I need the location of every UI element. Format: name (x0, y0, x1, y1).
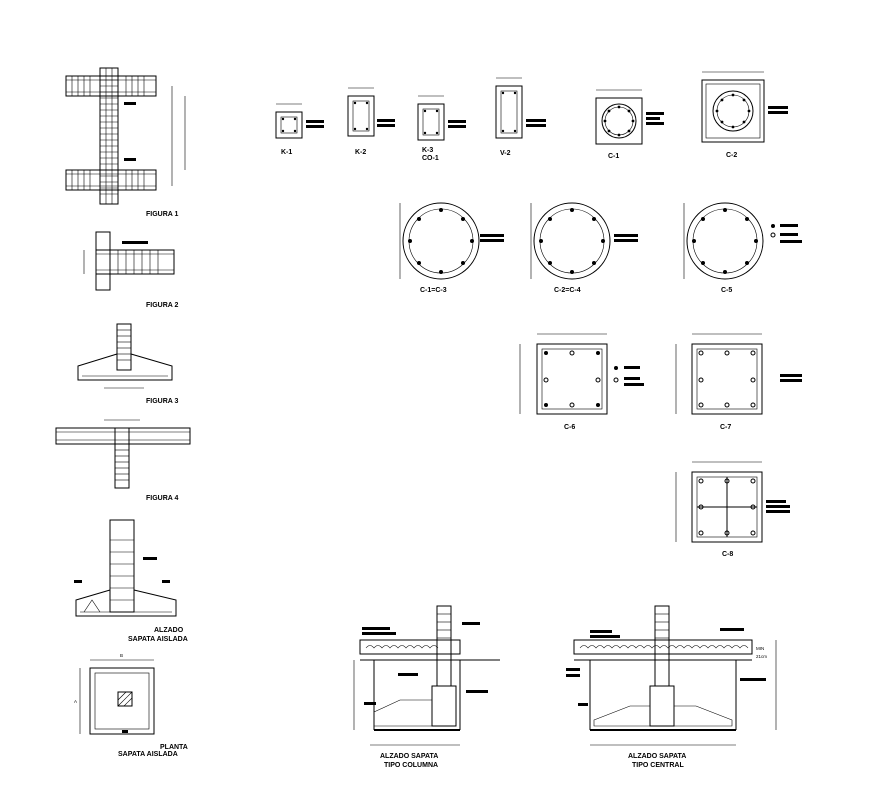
figure-2-label: FIGURA 2 (146, 302, 179, 309)
figure-1-label: FIGURA 1 (146, 211, 179, 218)
section-c2-small: C-2 (701, 71, 788, 159)
figure-1-detail: FIGURA 1 (65, 67, 186, 218)
section-k2-label: K-2 (355, 149, 366, 156)
alzado-sublabel: SAPATA AISLADA (128, 636, 188, 643)
section-c2-label: C-2 (726, 152, 737, 159)
section-v2: V-2 (495, 77, 546, 157)
footing-column-sublabel: TIPO COLUMNA (384, 762, 438, 769)
section-c2c4-label: C-2=C-4 (554, 287, 581, 294)
section-c2-c4: C-2=C-4 (530, 202, 638, 294)
planta-sublabel: SAPATA AISLADA (118, 751, 178, 758)
section-c6: C-6 (519, 333, 644, 431)
section-k1-label: K-1 (281, 149, 292, 156)
plan-dim-a: A (74, 699, 77, 704)
section-c1-small: C-1 (595, 89, 664, 160)
plan-dim-b: B (120, 653, 123, 658)
section-c1c3-label: C-1=C-3 (420, 287, 447, 294)
figure-3-label: FIGURA 3 (146, 398, 179, 405)
section-k2: K-2 (347, 87, 395, 156)
footing-column-label: ALZADO SAPATA (380, 753, 438, 760)
section-k1: K-1 (275, 103, 324, 156)
isolated-footing-plan: B A PLANTA SAPATA AISLADA (74, 653, 188, 758)
min-value: 21cm (756, 654, 767, 659)
planta-label: PLANTA (160, 744, 188, 751)
section-c1-label: C-1 (608, 153, 619, 160)
section-c5-circle: C-5 (683, 202, 802, 294)
footing-central-type: MIN 21cm ALZADO SAPATA TIPO CENTRAL (566, 605, 777, 769)
alzado-label: ALZADO (154, 627, 184, 634)
footing-column-type: ALZADO SAPATA TIPO COLUMNA (353, 605, 500, 769)
figure-3-detail: FIGURA 3 (77, 323, 179, 405)
min-label: MIN (756, 646, 764, 651)
section-c7-label: C-7 (720, 424, 731, 431)
figure-2-detail: FIGURA 2 (83, 231, 179, 309)
section-c7: C-7 (675, 333, 802, 431)
section-c8-label: C-8 (722, 551, 733, 558)
section-k3-sublabel: CO-1 (422, 155, 439, 162)
footing-central-sublabel: TIPO CENTRAL (632, 762, 684, 769)
isolated-footing-elevation: ALZADO SAPATA AISLADA (74, 519, 188, 643)
footing-central-label: ALZADO SAPATA (628, 753, 686, 760)
section-v2-label: V-2 (500, 150, 511, 157)
section-c5circle-label: C-5 (721, 287, 732, 294)
section-k3: K-3 CO-1 (417, 95, 466, 162)
figure-4-detail: FIGURA 4 (55, 419, 191, 502)
section-c1-c3: C-1=C-3 (399, 202, 504, 294)
figure-4-label: FIGURA 4 (146, 495, 179, 502)
section-c8: C-8 (675, 461, 790, 558)
section-c6-label: C-6 (564, 424, 575, 431)
section-k3-label: K-3 (422, 147, 433, 154)
